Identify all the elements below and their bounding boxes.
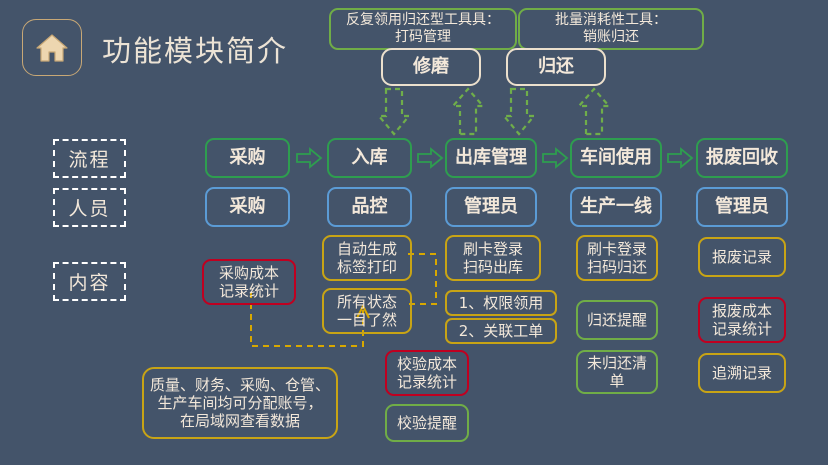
content-account-note[interactable]: 质量、财务、采购、仓管、 生产车间均可分配账号， 在局域网查看数据 [142,367,338,439]
content-verify-remind[interactable]: 校验提醒 [385,404,469,442]
content-auth-draw[interactable]: 1、权限领用 [445,290,557,316]
content-verify-cost[interactable]: 校验成本 记录统计 [385,350,469,396]
flow-arrow-3 [542,147,569,169]
content-scrap-cost[interactable]: 报废成本 记录统计 [698,297,786,343]
process-step-1[interactable]: 采购 [205,138,290,178]
row-label-process: 流程 [53,139,126,178]
callout-tool-repeat: 反复领用归还型工具具： 打码管理 [329,8,517,50]
connector-purchase-cost [250,292,370,347]
connector-left-bracket [408,253,437,305]
content-unreturned[interactable]: 未归还清 单 [576,350,658,394]
arrow-return-down [501,87,537,136]
row-label-people: 人员 [53,188,126,227]
people-step-2[interactable]: 品控 [327,187,412,227]
content-link-workorder[interactable]: 2、关联工单 [445,318,557,344]
content-return-remind[interactable]: 归还提醒 [576,300,658,340]
people-step-5[interactable]: 管理员 [696,187,788,227]
arrow-grind-up [450,87,486,136]
people-step-4[interactable]: 生产一线 [570,187,662,227]
content-scrap-record[interactable]: 报废记录 [698,237,786,277]
people-step-1[interactable]: 采购 [205,187,290,227]
home-icon [36,33,68,62]
process-step-5[interactable]: 报废回收 [696,138,788,178]
content-purchase-cost[interactable]: 采购成本 记录统计 [202,259,296,305]
callout-tool-bulk: 批量消耗性工具： 销账归还 [518,8,704,50]
page-title: 功能模块简介 [102,34,289,68]
people-step-3[interactable]: 管理员 [445,187,537,227]
row-label-content: 内容 [53,262,126,301]
process-step-4[interactable]: 车间使用 [570,138,662,178]
content-card-out[interactable]: 刷卡登录 扫码出库 [445,235,541,281]
flow-arrow-4 [667,147,694,169]
content-card-return[interactable]: 刷卡登录 扫码归还 [576,235,658,281]
arrow-grind-down [376,87,412,136]
action-grind[interactable]: 修磨 [381,48,481,86]
process-step-3[interactable]: 出库管理 [445,138,537,178]
home-button[interactable] [22,19,82,76]
process-step-2[interactable]: 入库 [327,138,412,178]
content-all-status[interactable]: 所有状态 一目了然 [322,288,412,334]
content-auto-label[interactable]: 自动生成 标签打印 [322,235,412,281]
arrow-return-up [576,87,612,136]
action-return[interactable]: 归还 [506,48,606,86]
flow-arrow-2 [417,147,444,169]
flow-arrow-1 [296,147,323,169]
content-trace-record[interactable]: 追溯记录 [698,353,786,393]
